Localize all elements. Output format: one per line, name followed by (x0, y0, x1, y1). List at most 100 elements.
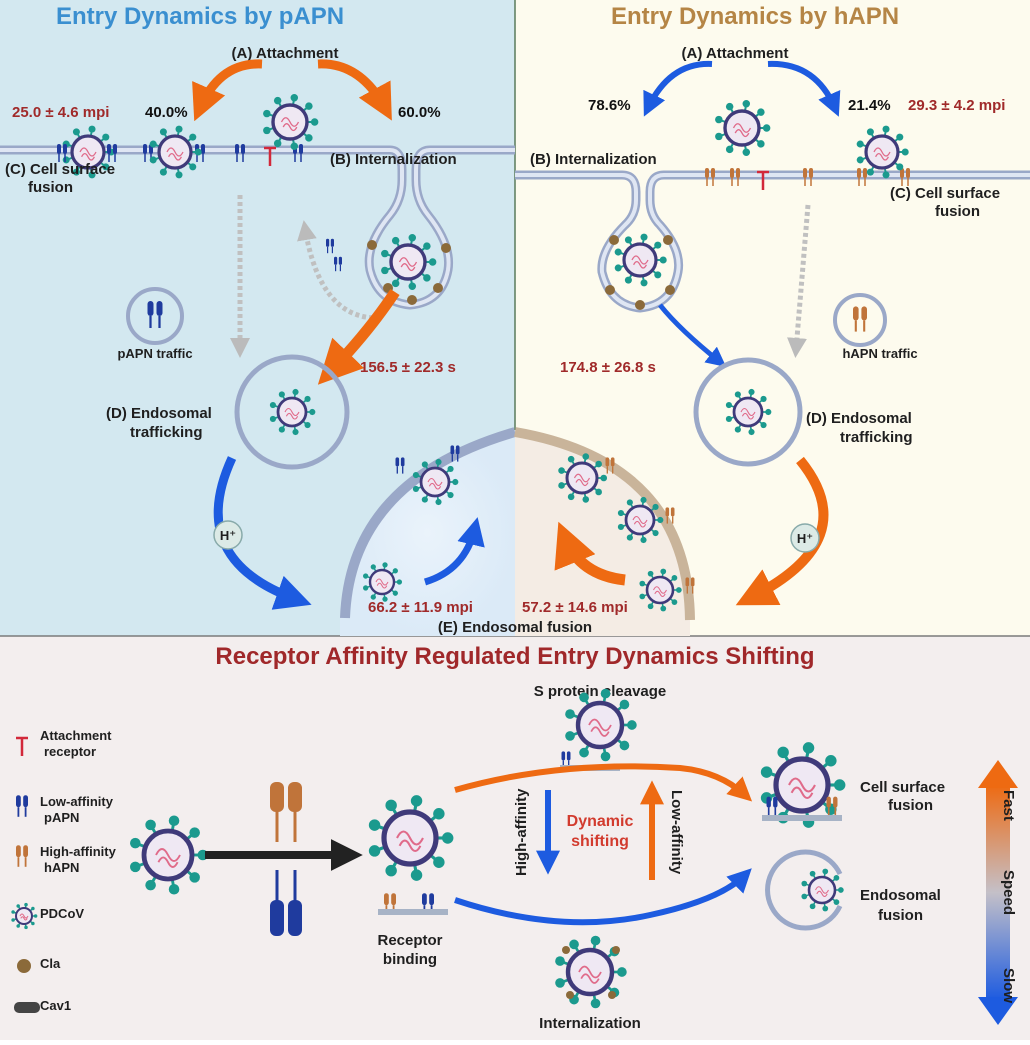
left-endosome-big-membrane (340, 427, 517, 619)
left-membrane-inner (0, 148, 515, 308)
speed-arrow (978, 760, 1018, 1025)
right-internalization-label: (B) Internalization (530, 151, 657, 168)
hapn-receptor-icon (853, 306, 867, 332)
left-internalization-label: (B) Internalization (330, 151, 457, 168)
cell-surface-fusion-label-2: fusion (888, 797, 933, 814)
right-endocytosis-arrow (658, 303, 727, 367)
left-proton-icon (213, 520, 243, 550)
right-proton-label: H⁺ (797, 531, 813, 546)
slow-path-arrow (454, 868, 752, 926)
right-endosome (693, 357, 803, 467)
left-pct-internal: 60.0% (398, 104, 441, 121)
endosomal-fusion-vesicle (765, 849, 843, 931)
endosomal-fusion-virions (363, 445, 695, 612)
right-attach-arrow-surface (767, 60, 841, 117)
pdcov-virion-icon (326, 233, 451, 305)
legend-label: Low-affinity (40, 794, 114, 809)
legend-label: Cav1 (40, 998, 71, 1013)
pdcov-virion-icon (269, 388, 316, 436)
left-pct-surface: 40.0% (145, 104, 188, 121)
dynamic-label-2: shifting (571, 833, 629, 850)
right-gray-dash-arrow (787, 204, 811, 358)
left-csf-label-1: (C) Cell surface (5, 161, 115, 178)
right-fusion-time: 57.2 ± 14.6 mpi (522, 599, 628, 616)
right-endosomal-label-1: (D) Endosomal (806, 410, 912, 427)
bottom-title: Receptor Affinity Regulated Entry Dynami… (215, 643, 814, 670)
right-title: Entry Dynamics by hAPN (611, 3, 899, 30)
right-traffic-label: hAPN traffic (842, 346, 917, 361)
caveolin-icon (14, 1002, 40, 1013)
receptor-complex-icon (270, 782, 302, 936)
legend-label: Cla (40, 956, 61, 971)
right-endo-time: 174.8 ± 26.8 s (560, 359, 656, 376)
left-endosomal-label-2: trafficking (130, 424, 203, 441)
pdcov-virion-icon (856, 125, 909, 179)
legend-label-2: pAPN (44, 810, 79, 825)
left-fusion-arrow (423, 517, 485, 586)
pdcov-virion-icon (561, 688, 637, 768)
low-affinity-label: Low-affinity (668, 790, 685, 875)
endosomal-fusion-label: (E) Endosomal fusion (438, 619, 592, 636)
left-endocytosis-arrow (317, 288, 400, 385)
pdcov-virion-icon (149, 125, 202, 179)
left-endo-time: 156.5 ± 22.3 s (360, 359, 456, 376)
attachment-receptor-icon (16, 736, 28, 756)
left-fusion-time: 66.2 ± 11.9 mpi (368, 599, 473, 616)
pdcov-virion-icon (725, 388, 772, 436)
fast-path-arrow (454, 763, 753, 802)
left-endosomal-label-1: (D) Endosomal (106, 405, 212, 422)
right-fusion-arrow (554, 521, 626, 586)
left-attachment-label: (A) Attachment (232, 45, 339, 62)
left-proton-label: H⁺ (220, 528, 236, 543)
right-pct-surface: 21.4% (848, 97, 891, 114)
cell-surface-fusion-label-1: Cell surface (860, 779, 945, 796)
pdcov-virion-icon (11, 902, 38, 930)
right-csf-label-2: fusion (935, 203, 980, 220)
right-attach-arrow-internal (643, 60, 713, 117)
pdcov-virion-icon (555, 935, 627, 1009)
endosomal-fusion-label-1: Endosomal (860, 887, 941, 904)
hapn-receptor-icon (16, 845, 28, 867)
receptor-binding-label-2: binding (383, 951, 437, 968)
pdcov-virion-icon (263, 93, 319, 166)
right-proton-icon (790, 523, 820, 553)
pdcov-virion-icon (57, 125, 303, 179)
pdcov-virion-icon (801, 868, 844, 912)
hapn-traffic-vesicle (833, 293, 887, 347)
right-csf-label-1: (C) Cell surface (890, 185, 1000, 202)
left-endosome (234, 354, 350, 470)
s-protein-label: S protein cleavage (534, 683, 667, 700)
legend-label: PDCoV (40, 906, 84, 921)
pdcov-virion-icon (130, 815, 209, 895)
papn-receptor-icon (16, 795, 28, 817)
right-to-endosomal-fusion-arrow (735, 456, 829, 606)
left-traffic-label: pAPN traffic (117, 346, 192, 361)
dynamic-label-1: Dynamic (567, 813, 634, 830)
legend-label-2: receptor (44, 744, 96, 759)
right-attachment-label: (A) Attachment (682, 45, 789, 62)
clathrin-icon (17, 959, 31, 973)
left-attach-arrow-surface (192, 59, 263, 122)
speed-slow-label: Slow (1000, 968, 1017, 1003)
papn-receptor-icon (147, 301, 163, 328)
right-endosomal-label-2: trafficking (840, 429, 913, 446)
speed-label: Speed (1000, 870, 1017, 915)
left-surface-time: 25.0 ± 4.6 mpi (12, 104, 109, 121)
internalization-label-bottom: Internalization (539, 1015, 641, 1032)
left-attach-arrow-internal (317, 59, 392, 121)
legend-label: Attachment (40, 728, 112, 743)
left-csf-label-2: fusion (28, 179, 73, 196)
legend-label: High-affinity (40, 844, 117, 859)
legend-label-2: hAPN (44, 860, 79, 875)
right-surface-time: 29.3 ± 4.2 mpi (908, 97, 1005, 114)
left-title: Entry Dynamics by pAPN (56, 3, 344, 30)
pdcov-virion-icon (605, 233, 675, 310)
right-pct-internal: 78.6% (588, 97, 631, 114)
endosomal-fusion-label-2: fusion (878, 907, 923, 924)
pdcov-virion-icon (368, 795, 454, 915)
receptor-binding-label-1: Receptor (377, 932, 442, 949)
high-affinity-label: High-affinity (513, 788, 530, 876)
